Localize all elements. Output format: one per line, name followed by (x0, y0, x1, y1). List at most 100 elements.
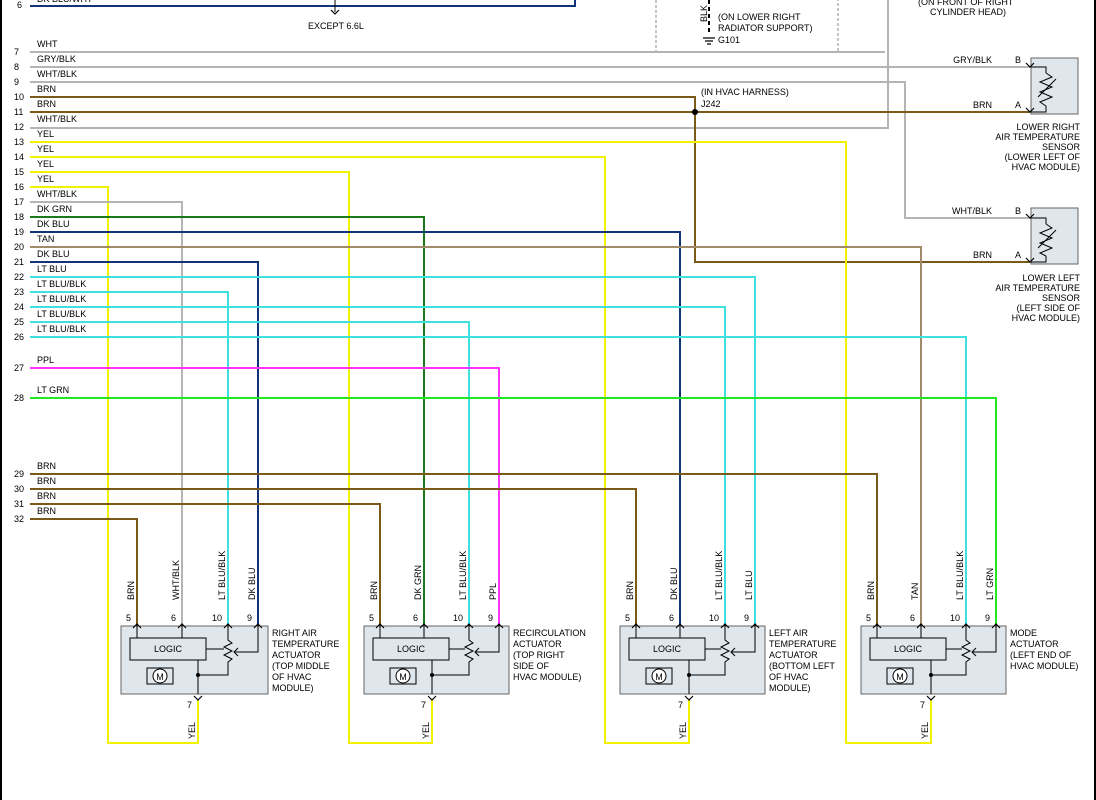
pin-arrow (177, 623, 187, 629)
row-number-14: 14 (14, 152, 24, 162)
row-label-16: YEL (37, 174, 54, 184)
wire-row-31 (30, 503, 381, 624)
sensor-body (1030, 207, 1079, 265)
actuator-name-line: (TOP RIGHT (513, 650, 565, 660)
row-number-8: 8 (14, 62, 19, 72)
pin-arrow (375, 623, 385, 629)
actuator-name-line: TEMPERATURE (769, 639, 836, 649)
wiper-arrow (233, 647, 239, 657)
pin-number: 5 (625, 613, 630, 623)
sensor-name-line: SENSOR (1042, 293, 1081, 303)
sensor-pin-a-wire: BRN (973, 100, 992, 110)
actuator-name-line: (BOTTOM LEFT (769, 661, 835, 671)
actuator-name-line: ACTUATOR (769, 650, 818, 660)
actuator-name-line: LEFT AIR (769, 628, 808, 638)
pin-number: 9 (247, 613, 252, 623)
pin-arrow (991, 623, 1001, 629)
pin-wire-label: DK BLU (247, 567, 257, 600)
wire-row-30 (30, 488, 637, 624)
sensor-pin-a: A (1015, 100, 1021, 110)
pin-number: 5 (369, 613, 374, 623)
bottom-wire-label: YEL (187, 722, 197, 739)
bottom-pin-arrow (427, 695, 437, 701)
ground-location-1: (ON LOWER RIGHT (718, 12, 801, 22)
ground-wire-color: BLK (699, 5, 709, 22)
actuator-name-line: SIDE OF (513, 661, 550, 671)
ground-id: G101 (718, 35, 740, 45)
row-number-31: 31 (14, 499, 24, 509)
wire-row-15 (30, 171, 433, 744)
wiper-arrow (971, 647, 977, 657)
sensor-name-line: HVAC MODULE) (1012, 313, 1080, 323)
motor-label: M (156, 672, 164, 682)
logic-label: LOGIC (154, 644, 183, 654)
row-label-31: BRN (37, 491, 56, 501)
row-label-9: WHT/BLK (37, 69, 77, 79)
wire-row-10 (30, 96, 696, 112)
motor-icon (651, 668, 667, 684)
row-label-13: YEL (37, 129, 54, 139)
row-number-12: 12 (14, 122, 24, 132)
top-right-note-1: (ON FRONT OF RIGHT (918, 0, 1014, 7)
row-label-8: GRY/BLK (37, 54, 76, 64)
pin-arrow (631, 623, 641, 629)
motor-housing (146, 667, 174, 685)
wire-row-20 (30, 246, 922, 624)
splice-location: (IN HVAC HARNESS) (701, 87, 789, 97)
pin-arrow (464, 623, 474, 629)
pin-arrow (872, 623, 882, 629)
motor-label: M (655, 672, 663, 682)
row-label-28: LT GRN (37, 385, 69, 395)
row-label-19: DK BLU (37, 219, 70, 229)
row-number-27: 27 (14, 363, 24, 373)
motor-icon (395, 668, 411, 684)
row-label-23: LT BLU/BLK (37, 279, 86, 289)
actuator-name-line: MODULE) (769, 683, 811, 693)
pin-number: 6 (910, 613, 915, 623)
wire-row-27 (30, 367, 500, 624)
pin-wire-label: BRN (126, 581, 136, 600)
sensor-name-line: SENSOR (1042, 142, 1081, 152)
pin-wire-label: PPL (488, 583, 498, 600)
pin-wire-label: LT GRN (985, 568, 995, 600)
pin-wire-label: LT BLU/BLK (714, 551, 724, 600)
wire-row-29 (30, 473, 878, 624)
row-number-21: 21 (14, 257, 24, 267)
wire-row-23 (30, 291, 229, 624)
actuator-name-line: (LEFT END OF (1010, 650, 1072, 660)
thermistor-slash (1037, 78, 1057, 98)
sensor-pin-a-wire: BRN (973, 250, 992, 260)
pin-arrow (419, 623, 429, 629)
row-6-number: 6 (17, 0, 22, 10)
row-label-7: WHT (37, 39, 58, 49)
pin-number: 9 (744, 613, 749, 623)
pin-wire-label: DK GRN (413, 565, 423, 600)
row-number-15: 15 (14, 167, 24, 177)
wire-row-19 (30, 231, 681, 624)
wire-row-16 (30, 186, 199, 744)
feedback-potentiometer (432, 624, 475, 676)
sensor-leads (1031, 66, 1047, 113)
pin-number: 10 (453, 613, 463, 623)
except-arrow (330, 9, 340, 15)
wiper-lead (234, 624, 259, 653)
junction-dot (687, 673, 691, 677)
pin-wire-label: LT BLU/BLK (458, 551, 468, 600)
row-label-21: DK BLU (37, 249, 70, 259)
row-label-10: BRN (37, 84, 56, 94)
row-label-24: LT BLU/BLK (37, 294, 86, 304)
row-number-25: 25 (14, 317, 24, 327)
pin-number: 6 (413, 613, 418, 623)
row-number-29: 29 (14, 469, 24, 479)
pin-number: 10 (950, 613, 960, 623)
pin-number: 6 (669, 613, 674, 623)
bottom-pin-number: 7 (421, 700, 426, 710)
row-number-18: 18 (14, 212, 24, 222)
